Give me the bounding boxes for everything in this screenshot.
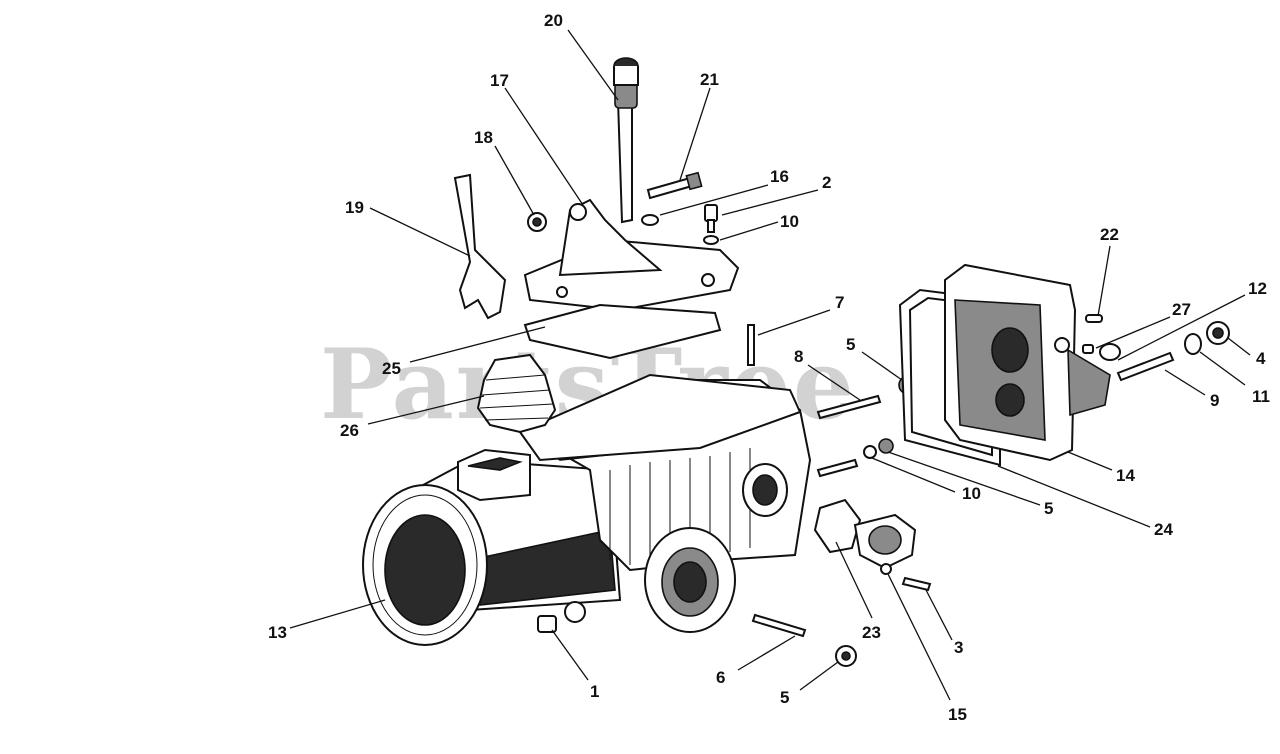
stud-9 [1116,351,1175,382]
washer-10 [703,235,719,245]
callout-20[interactable]: 20 [544,11,563,30]
drain-plug-1 [537,615,557,633]
nut-5-lower [878,438,894,454]
nut-5-bottom [835,645,857,667]
callout-27[interactable]: 27 [1172,300,1191,319]
stud-6 [751,613,807,638]
gasket-23 [813,498,862,554]
callout-5[interactable]: 5 [1044,499,1053,518]
stud-10 [816,458,859,478]
plug-27 [1082,343,1121,361]
callout-11[interactable]: 11 [1252,387,1270,406]
callout-4[interactable]: 4 [1256,349,1266,368]
callout-25[interactable]: 25 [382,359,401,378]
rubber-boot [476,353,557,434]
callout-12[interactable]: 12 [1248,279,1267,298]
stud-7 [747,324,755,366]
washer-16 [641,214,659,226]
stud-8 [816,394,882,420]
callout-7[interactable]: 7 [835,293,844,312]
callout-6[interactable]: 6 [716,668,725,687]
nut-4 [1206,321,1230,345]
callout-17[interactable]: 17 [490,71,509,90]
cover-gasket [523,303,722,360]
callout-13[interactable]: 13 [268,623,287,642]
callout-15[interactable]: 15 [948,705,967,724]
callout-26[interactable]: 26 [340,421,359,440]
callout-9[interactable]: 9 [1210,391,1219,410]
transmission-housing [362,373,812,646]
callout-18[interactable]: 18 [474,128,493,147]
shift-fork [453,173,507,320]
callout-8[interactable]: 8 [794,347,803,366]
pin-22 [1085,314,1103,323]
side-cover [944,263,1111,462]
callout-21[interactable]: 21 [700,70,719,89]
callout-16[interactable]: 16 [770,167,789,186]
callout-14[interactable]: 14 [1116,466,1135,485]
callout-5[interactable]: 5 [780,688,789,707]
callout-23[interactable]: 23 [862,623,881,642]
callout-24[interactable]: 24 [1154,520,1173,539]
washer-11 [1184,333,1202,355]
callout-10[interactable]: 10 [780,212,799,231]
washer-10-lower [863,445,877,459]
callout-1[interactable]: 1 [590,682,599,701]
leader-lines [289,29,1251,701]
callout-10[interactable]: 10 [962,484,981,503]
callout-3[interactable]: 3 [954,638,963,657]
callout-2[interactable]: 2 [822,173,831,192]
bolt-21 [646,171,703,200]
bearing-cap-15 [853,513,917,575]
callout-19[interactable]: 19 [345,198,364,217]
callout-22[interactable]: 22 [1100,225,1119,244]
callout-5[interactable]: 5 [846,335,855,354]
shift-lever [613,57,639,224]
callouts: 20 21 17 18 16 2 19 10 22 12 7 27 5 8 4 … [268,11,1270,724]
screw-3 [901,576,932,592]
shift-cover [523,198,740,312]
nut-18 [527,212,547,232]
bolt-2 [704,204,718,233]
